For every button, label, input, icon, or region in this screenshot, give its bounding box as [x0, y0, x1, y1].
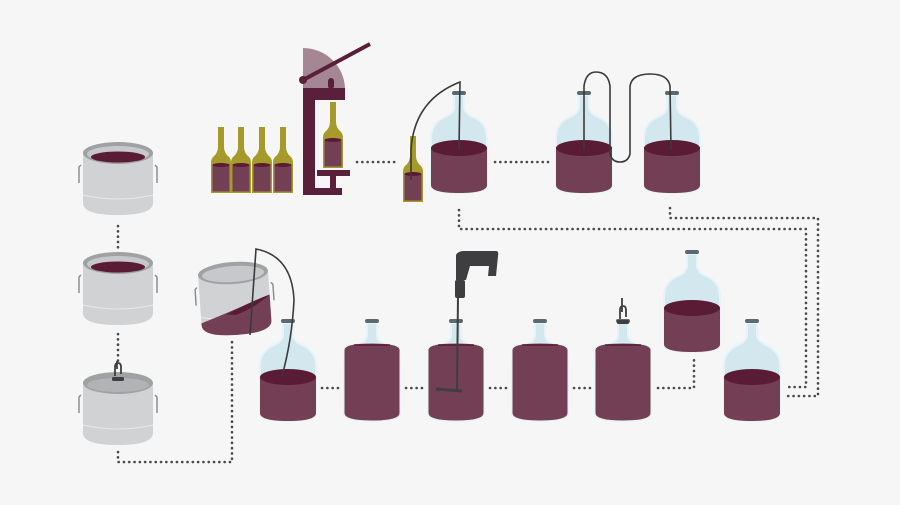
press-lever: [302, 42, 371, 82]
bucket-primary-fermenter: [78, 141, 158, 216]
siphon-tube-icon: [249, 248, 295, 377]
wine-surface: [644, 140, 700, 156]
siphon-tube-icon: [583, 71, 672, 163]
wine-surface: [664, 300, 720, 316]
carboy-raised: [663, 249, 721, 353]
connector-bottom-5: [656, 358, 696, 390]
siphon-tube-icon: [410, 80, 461, 180]
bucket-lid: [87, 378, 149, 392]
bucket-fermenting: [78, 251, 158, 326]
wine-surface: [260, 369, 316, 385]
carboy-siphon-source: [555, 90, 613, 194]
connectors: [116, 160, 820, 464]
wine-surface: [724, 369, 780, 385]
wine-surface: [91, 151, 145, 163]
carboy-racked: [259, 318, 317, 422]
corker-press-icon: [299, 42, 371, 195]
airlock-icon: [617, 298, 629, 324]
bucket-sealed-with-airlock: [78, 361, 158, 446]
airlock-icon: [112, 361, 124, 381]
bucket-tilted-racking: [192, 258, 277, 339]
carboy-clearing: [723, 318, 781, 422]
connector-top-carboy-return: [457, 208, 808, 389]
drill-icon: [455, 251, 499, 298]
connector-bucket3-tilted-bucket: [116, 336, 234, 464]
wine-surface: [91, 261, 145, 273]
carboy-siphon-target: [643, 90, 701, 194]
stir-rod-icon: [435, 295, 463, 393]
connector-siphon-carboy-return: [668, 206, 820, 398]
